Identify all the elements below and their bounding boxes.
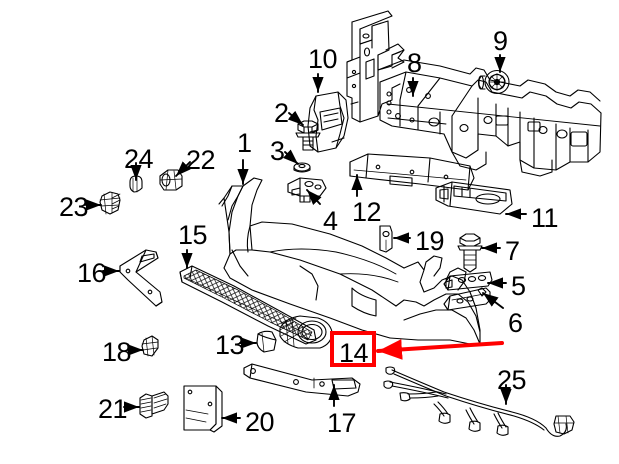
callout-label-13: 13 xyxy=(215,330,245,360)
part-flange-bolt xyxy=(457,233,483,273)
callout-label-17: 17 xyxy=(327,408,357,438)
callout-label-6: 6 xyxy=(508,308,523,338)
part-lower-mesh-grille xyxy=(179,265,317,345)
callout-label-5: 5 xyxy=(511,271,526,301)
callout-label-11: 11 xyxy=(531,203,559,233)
part-horn xyxy=(477,69,510,95)
leader-arrow-3 xyxy=(282,149,299,165)
callout-label-16: 16 xyxy=(77,258,107,288)
leader-arrow-2 xyxy=(287,110,304,126)
part-wiring-harness xyxy=(383,366,575,437)
callout-label-18: 18 xyxy=(102,337,132,367)
callout-label-21: 21 xyxy=(98,394,128,424)
callout-label-1: 1 xyxy=(237,128,252,158)
part-right-guide-rail xyxy=(443,287,491,311)
callout-label-20: 20 xyxy=(245,407,275,437)
callout-label-7: 7 xyxy=(505,236,520,266)
callout-label-10: 10 xyxy=(308,44,338,74)
part-self-tapping-screw xyxy=(139,391,169,419)
leader-arrow-22 xyxy=(175,161,191,177)
part-impact-absorber xyxy=(349,153,475,191)
part-left-guide-rail xyxy=(443,271,493,291)
part-washer xyxy=(293,162,311,173)
part-angle-bracket xyxy=(119,249,163,307)
callout-label-24: 24 xyxy=(124,144,154,174)
callout-label-25: 25 xyxy=(497,365,527,395)
part-license-plate-bracket xyxy=(183,385,223,433)
part-radiator-support xyxy=(346,10,602,177)
part-support-arm xyxy=(243,363,361,397)
part-left-air-duct xyxy=(307,91,349,153)
callout-label-2: 2 xyxy=(274,98,289,128)
part-expansion-clip xyxy=(141,335,159,357)
callout-label-9: 9 xyxy=(493,26,508,56)
leader-arrow-6 xyxy=(482,292,504,309)
part-tow-hook-cap xyxy=(256,330,277,353)
callout-label-8: 8 xyxy=(407,48,422,78)
callout-label-3: 3 xyxy=(270,136,285,166)
callout-label-19: 19 xyxy=(415,226,445,256)
part-grommet xyxy=(159,169,183,191)
callout-label-22: 22 xyxy=(186,145,216,175)
leader-arrow-4 xyxy=(306,189,322,206)
part-hex-bolt xyxy=(295,120,321,151)
highlight-label-14: 14 xyxy=(339,338,369,368)
highlight-box-part-14[interactable]: 14 xyxy=(330,331,376,367)
callout-label-4: 4 xyxy=(323,206,338,236)
callout-label-15: 15 xyxy=(178,220,208,250)
part-lower-air-deflector xyxy=(435,181,513,215)
part-push-in-clip xyxy=(99,191,121,215)
callout-label-23: 23 xyxy=(59,192,89,222)
highlight-arrow xyxy=(376,339,504,360)
callout-label-12: 12 xyxy=(352,197,382,227)
part-small-bracket xyxy=(379,225,393,253)
